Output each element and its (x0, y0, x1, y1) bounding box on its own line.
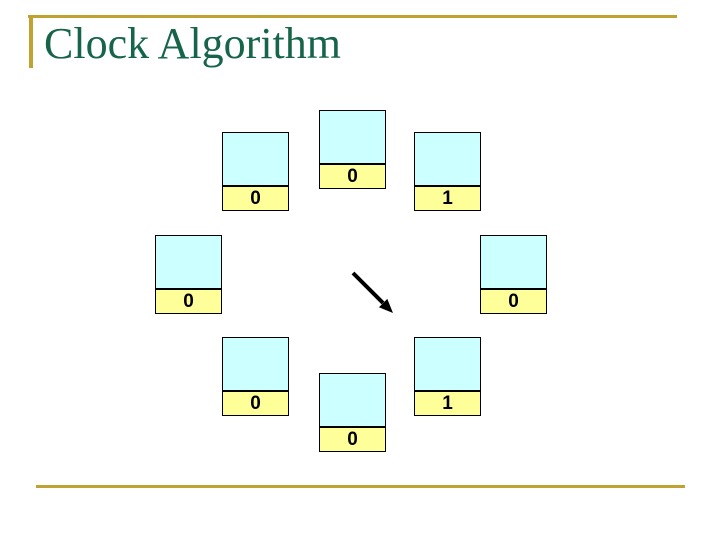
reference-bit: 0 (223, 185, 288, 210)
title-accent-bar (29, 17, 33, 68)
page-title: Clock Algorithm (44, 19, 341, 68)
page-use-area (223, 133, 288, 185)
reference-bit: 1 (415, 390, 480, 415)
reference-bit: 0 (156, 288, 221, 313)
page-frame-upper-right: 1 (414, 132, 481, 211)
title-accent-rule-top (28, 15, 677, 18)
reference-bit: 1 (415, 185, 480, 210)
page-use-area (320, 111, 385, 163)
reference-bit: 0 (320, 426, 385, 451)
reference-bit: 0 (481, 288, 546, 313)
page-frame-left: 0 (155, 235, 222, 314)
footer-rule (36, 485, 685, 488)
page-frame-top: 0 (319, 110, 386, 189)
page-use-area (156, 236, 221, 288)
page-frame-right: 0 (480, 235, 547, 314)
reference-bit: 0 (223, 390, 288, 415)
reference-bit: 0 (320, 163, 385, 188)
page-use-area (415, 133, 480, 185)
page-frame-lower-left: 0 (222, 337, 289, 416)
page-frame-upper-left: 0 (222, 132, 289, 211)
page-use-area (481, 236, 546, 288)
page-frame-bottom: 0 (319, 373, 386, 452)
page-use-area (320, 374, 385, 426)
page-use-area (415, 338, 480, 390)
page-use-area (223, 338, 288, 390)
page-frame-lower-right: 1 (414, 337, 481, 416)
